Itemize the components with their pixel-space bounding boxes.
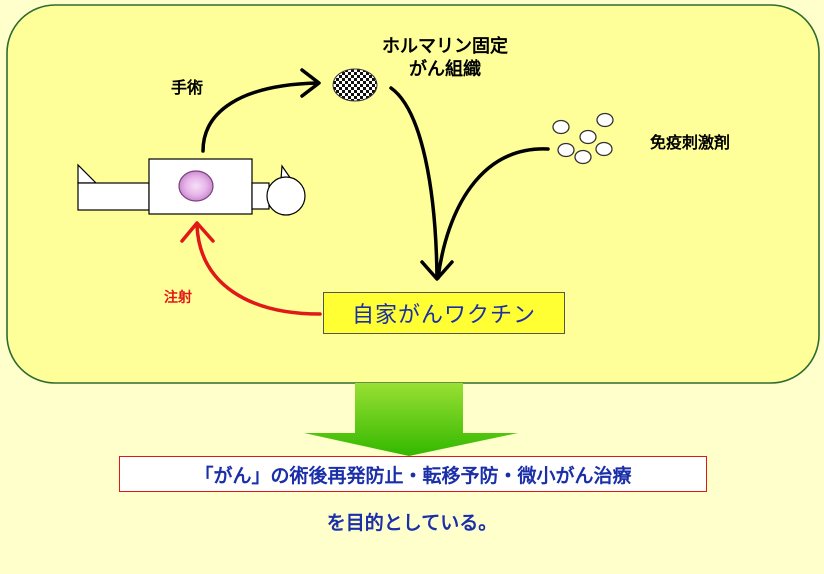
injection-label: 注射: [164, 290, 192, 306]
tissue-label: ホルマリン固定 がん組織: [345, 36, 545, 81]
surgery-label: 手術: [171, 78, 204, 97]
autologous-vaccine-box: 自家がんワクチン: [323, 292, 565, 334]
tissue-to-vaccine-arrow: [389, 86, 439, 280]
tissue-label-line2: がん組織: [409, 58, 481, 80]
result-line1: 「がん」の術後再発防止・転移予防・微小がん治療: [194, 465, 632, 487]
surgery-arrow: [201, 68, 321, 153]
tumor-icon: [178, 170, 214, 202]
result-box: 「がん」の術後再発防止・転移予防・微小がん治療: [119, 456, 707, 492]
autologous-vaccine-label: 自家がんワクチン: [351, 302, 536, 327]
result-down-arrow: [304, 383, 518, 456]
result-line2: を目的としている。: [326, 513, 498, 534]
formalin-tissue-icon: [332, 68, 378, 102]
immunostimulant-label: 免疫刺激剤: [650, 133, 731, 152]
patient-figure: [77, 158, 306, 216]
injection-arrow: [180, 221, 322, 316]
immunostimulant-arrow: [420, 147, 550, 281]
immunostimulant-particles-icon: [552, 112, 614, 165]
tissue-label-line1: ホルマリン固定: [382, 36, 508, 57]
